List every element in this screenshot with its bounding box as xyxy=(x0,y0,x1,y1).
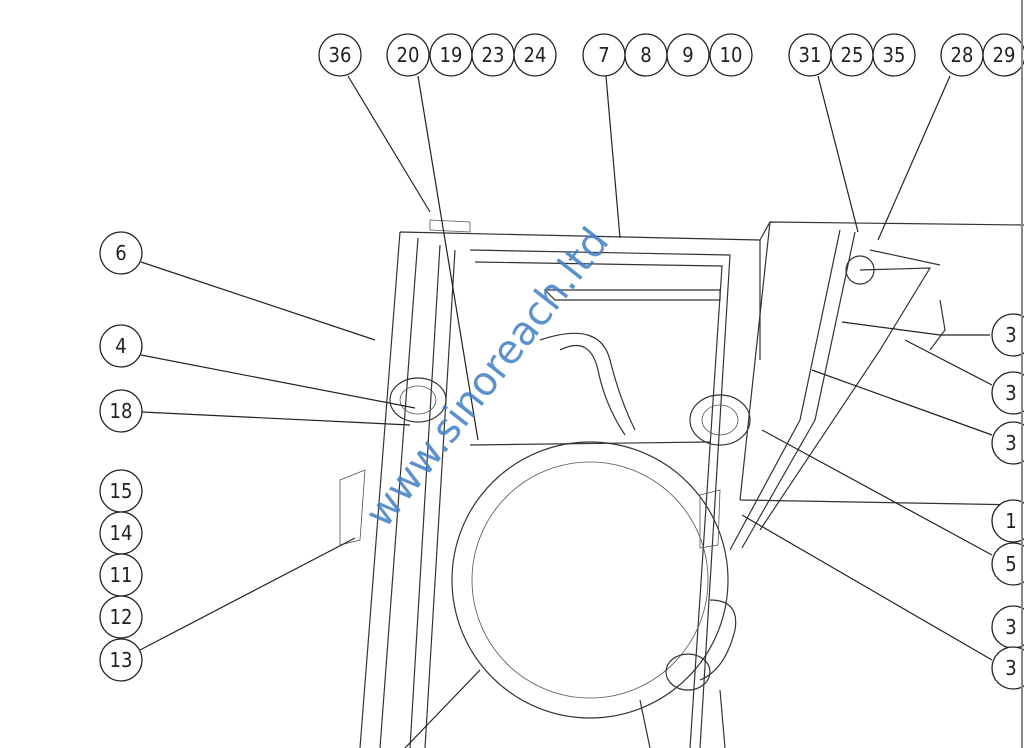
svg-text:23: 23 xyxy=(482,43,505,67)
leader-lines xyxy=(139,75,993,748)
balloon-18: 18 xyxy=(99,389,143,433)
balloon-right-7: 3 xyxy=(991,646,1024,690)
svg-text:3: 3 xyxy=(1005,323,1016,347)
svg-text:28: 28 xyxy=(951,43,974,67)
balloon-8: 8 xyxy=(624,33,668,77)
svg-text:15: 15 xyxy=(110,479,133,503)
balloon-4: 4 xyxy=(99,324,143,368)
balloon-23: 23 xyxy=(471,33,515,77)
svg-text:6: 6 xyxy=(115,241,126,265)
balloon-7: 7 xyxy=(582,33,626,77)
balloon-19: 19 xyxy=(429,33,473,77)
balloon-right-4: 1 xyxy=(991,499,1024,543)
svg-text:13: 13 xyxy=(110,648,133,672)
balloon-29: 29 xyxy=(982,33,1024,77)
svg-text:7: 7 xyxy=(598,43,609,67)
balloon-24: 24 xyxy=(513,33,557,77)
balloon-10: 10 xyxy=(709,33,753,77)
balloon-35: 35 xyxy=(872,33,916,77)
balloon-right-3: 3 xyxy=(991,421,1024,465)
svg-text:8: 8 xyxy=(640,43,651,67)
svg-text:19: 19 xyxy=(440,43,463,67)
svg-text:12: 12 xyxy=(110,605,133,629)
balloon-6: 6 xyxy=(99,231,143,275)
balloon-15: 15 xyxy=(99,469,143,513)
svg-text:3: 3 xyxy=(1005,615,1016,639)
svg-text:3: 3 xyxy=(1005,431,1016,455)
svg-text:14: 14 xyxy=(110,521,133,545)
svg-text:4: 4 xyxy=(115,334,126,358)
svg-text:36: 36 xyxy=(329,43,352,67)
balloon-36: 36 xyxy=(318,33,362,77)
balloon-9: 9 xyxy=(666,33,710,77)
machine-frame xyxy=(339,219,1024,748)
svg-text:24: 24 xyxy=(524,43,547,67)
balloon-25: 25 xyxy=(830,33,874,77)
svg-text:20: 20 xyxy=(397,43,420,67)
balloon-12: 12 xyxy=(99,595,143,639)
watermark: www.sinoreach.ltd xyxy=(357,219,619,536)
svg-text:11: 11 xyxy=(110,563,133,587)
svg-text:3: 3 xyxy=(1005,381,1016,405)
balloon-right-2: 3 xyxy=(991,371,1024,415)
svg-text:31: 31 xyxy=(799,43,822,67)
balloon-31: 31 xyxy=(788,33,832,77)
svg-text:9: 9 xyxy=(682,43,693,67)
svg-text:29: 29 xyxy=(993,43,1016,67)
svg-text:1: 1 xyxy=(1005,509,1016,533)
balloon-right-5: 5 xyxy=(991,542,1024,586)
svg-text:3: 3 xyxy=(1005,656,1016,680)
balloon-14: 14 xyxy=(99,511,143,555)
svg-text:35: 35 xyxy=(883,43,906,67)
balloon-11: 11 xyxy=(99,553,143,597)
balloon-right-6: 3 xyxy=(991,605,1024,649)
svg-text:10: 10 xyxy=(720,43,743,67)
balloon-20: 20 xyxy=(386,33,430,77)
balloon-28: 28 xyxy=(940,33,984,77)
balloon-13: 13 xyxy=(99,638,143,682)
balloon-right-1: 3 xyxy=(991,313,1024,357)
svg-text:5: 5 xyxy=(1005,552,1016,576)
svg-text:25: 25 xyxy=(841,43,864,67)
svg-text:18: 18 xyxy=(110,399,133,423)
